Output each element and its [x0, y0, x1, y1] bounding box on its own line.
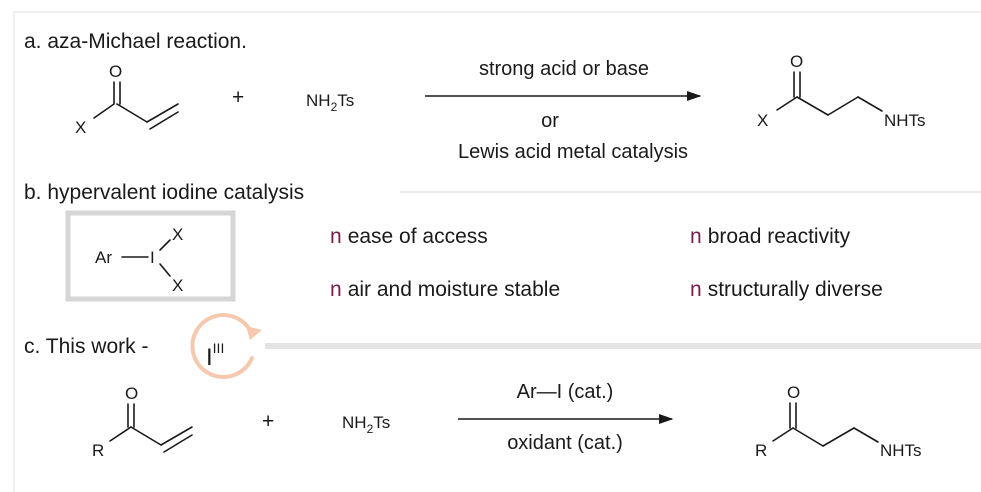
section-c-reactant-o: O	[125, 384, 138, 403]
section-a-condition-mid: or	[541, 110, 559, 132]
badge-ring-icon	[190, 313, 254, 379]
section-c-reagent: NH2Ts	[342, 413, 390, 436]
iodine-structure-box	[65, 210, 236, 302]
section-a-reactant: O X	[75, 62, 179, 137]
section-c-product-o: O	[787, 383, 800, 402]
section-a-product-x: X	[757, 111, 768, 130]
badge-label: IIII	[206, 340, 224, 371]
section-a-heading: a. aza-Michael reaction.	[24, 30, 247, 53]
iodine-x-bottom: X	[172, 276, 183, 295]
section-a-condition-top: strong acid or base	[479, 58, 649, 80]
badge-arrowhead-icon	[246, 326, 262, 340]
section-c-heading: c. This work -	[24, 335, 148, 358]
iodine-x-top: X	[172, 225, 183, 244]
section-a-product-o: O	[790, 52, 803, 71]
section-b-heading: b. hypervalent iodine catalysis	[24, 181, 304, 204]
section-c-product-r: R	[755, 441, 767, 460]
iodine-ar: Ar	[95, 248, 112, 267]
section-a-reactant-o: O	[109, 62, 122, 81]
section-a-product-amine: NHTs	[884, 111, 926, 130]
section-c-reactant: O R	[92, 384, 193, 460]
section-a-reagent: NH2Ts	[306, 91, 354, 114]
section-c-product-amine: NHTs	[880, 441, 922, 460]
section-a-condition-bottom: Lewis acid metal catalysis	[458, 141, 688, 163]
section-a-plus: +	[232, 86, 244, 109]
section-c-condition-top: Ar—I (cat.)	[517, 381, 614, 403]
section-c-condition-bottom: oxidant (cat.)	[507, 432, 623, 454]
section-a-product: O X NHTs	[757, 52, 926, 130]
section-c-plus: +	[262, 410, 274, 433]
iodine-structure: Ar I X X	[95, 225, 183, 295]
iii-badge: IIII	[190, 313, 262, 379]
section-a-reactant-x: X	[75, 118, 86, 137]
section-c-reactant-r: R	[92, 441, 104, 460]
section-c-product: O R NHTs	[755, 383, 922, 460]
iodine-i: I	[150, 248, 155, 267]
